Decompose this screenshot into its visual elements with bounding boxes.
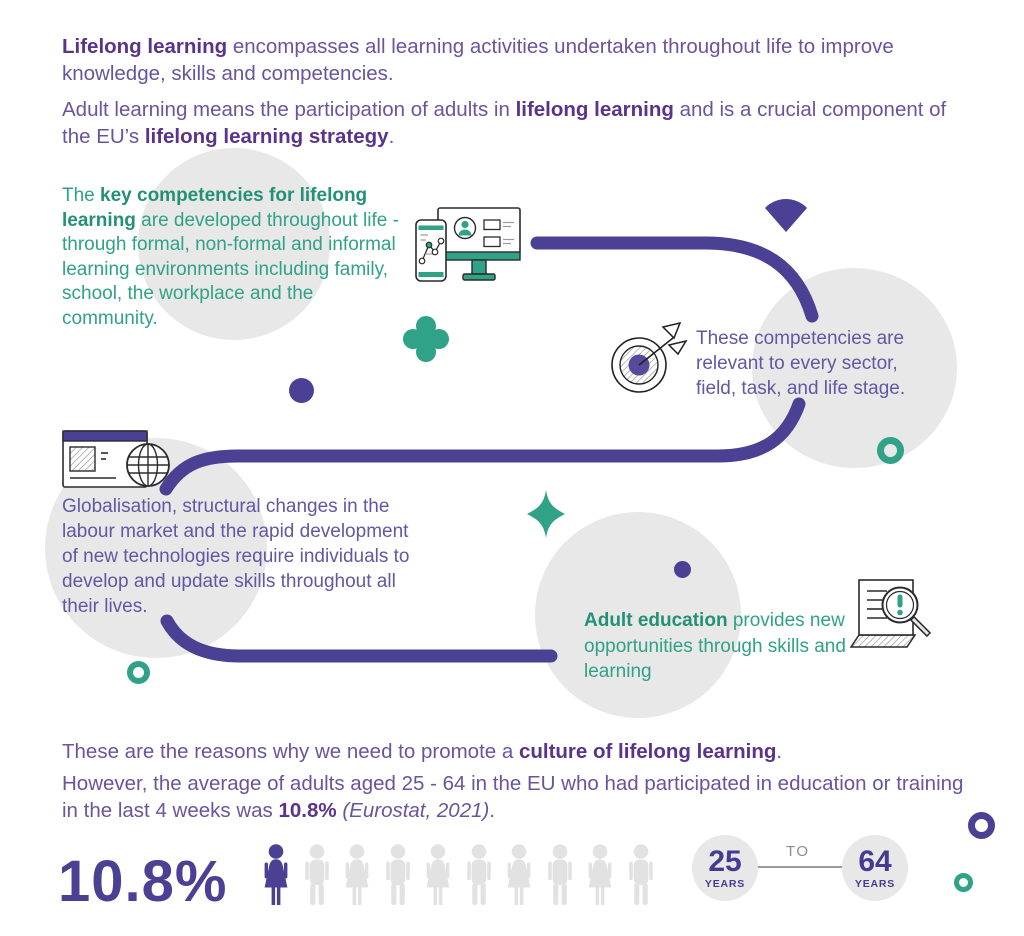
intro-paragraph-1: Lifelong learning encompasses all learni… [62,33,967,87]
decor-circle-bottom-mid [535,512,741,718]
conclusion-text: These are the reasons why we need to pro… [62,738,967,833]
age-to-number: 64 [858,844,892,878]
adult-education-bold: Adult education [584,610,728,631]
intro-p1-rest: encompasses all learning activities unde… [62,35,894,85]
competencies-note: These competencies are relevant to every… [696,328,906,399]
person-male-icon [304,844,329,905]
conclusion-l2-pre: However, the average of adults aged 25 -… [62,772,964,822]
keycomp-rest: are developed throughout life - through … [62,209,399,329]
ring-purple-bottom-icon [968,812,995,839]
conclusion-line-1: These are the reasons why we need to pro… [62,738,967,765]
keycomp-pre: The [62,185,101,206]
age-range-connector-line [757,866,844,868]
fan-decor-icon [765,199,807,232]
conclusion-l1-pre: These are the reasons why we need to pro… [62,740,519,763]
key-competencies-text: The key competencies for lifelong learni… [62,184,407,331]
conclusion-l2-italic: (Eurostat, 2021) [336,799,490,822]
ring-green-icon [877,437,904,464]
dot-purple-icon [289,378,314,403]
age-from-badge: 25 YEARS [692,835,758,901]
adult-education-rest: provides new opportunities through skill… [584,610,846,682]
person-male-icon [385,844,410,905]
intro-p2-pre: Adult learning means the participation o… [62,98,516,121]
sparkle-decor-icon [527,490,565,538]
intro-paragraph-2: Adult learning means the participation o… [62,96,967,150]
intro-text: Lifelong learning encompasses all learni… [62,33,967,159]
person-female-icon [507,844,531,905]
person-female-icon [345,844,369,905]
newspaper-globe-icon [62,430,170,488]
intro-p1-bold: Lifelong learning [62,35,228,58]
clover-decor-icon [403,316,449,362]
adult-education-text: Adult education provides new opportuniti… [584,608,846,685]
statistic-value: 10.8% [58,849,228,914]
decor-circle-top-left [138,148,330,340]
ring-green-bottom-icon [954,873,973,892]
document-magnifier-icon [849,579,932,648]
person-female-icon [426,844,450,905]
digital-learning-monitor-icon [415,207,521,282]
intro-p2-bold2: lifelong learning strategy [144,125,389,148]
ring-green-left-icon [127,661,150,684]
age-range-to-label: TO [786,843,810,860]
conclusion-l2-bold: 10.8% [278,799,337,822]
person-male-icon [466,844,491,905]
age-to-badge: 64 YEARS [842,835,908,901]
age-from-number: 25 [708,844,742,878]
intro-p2-end: . [388,125,395,148]
conclusion-l2-end: . [489,799,496,822]
target-dart-icon [611,322,688,393]
conclusion-l1-bold: culture of lifelong learning [518,740,777,763]
dot-purple-small-icon [674,561,691,578]
conclusion-l1-end: . [776,740,783,763]
person-row [256,842,661,908]
conclusion-line-2: However, the average of adults aged 25 -… [62,770,967,824]
age-from-label: YEARS [704,877,746,890]
intro-p2-mid: and is a crucial component of the EU’s [62,98,947,148]
person-male-icon [628,844,653,905]
person-male-icon [547,844,572,905]
person-female-icon [588,844,612,905]
globalisation-note: Globalisation, structural changes in the… [62,496,410,617]
globalisation-note-text: Globalisation, structural changes in the… [62,494,414,619]
person-female-icon-highlighted [264,844,288,905]
intro-p2-bold1: lifelong learning [515,98,674,121]
keycomp-bold: key competencies for lifelong learning [62,185,368,231]
age-to-label: YEARS [854,877,896,890]
competencies-note-text: These competencies are relevant to every… [696,326,938,401]
